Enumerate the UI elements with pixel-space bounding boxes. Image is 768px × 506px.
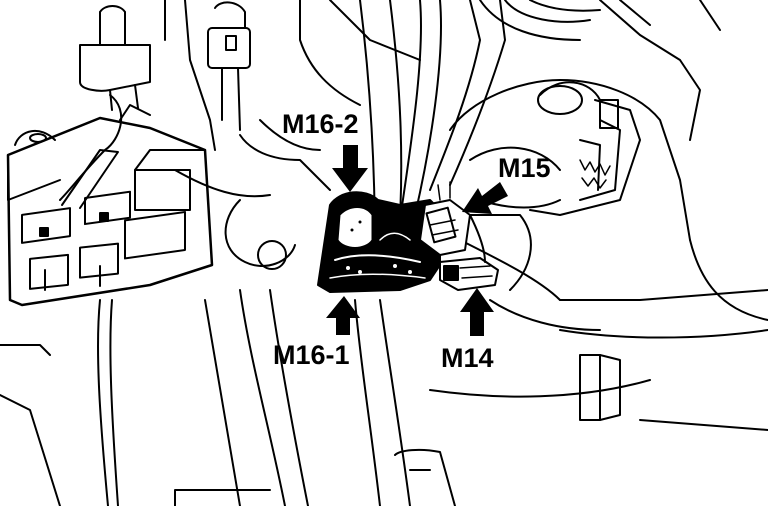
label-m16-1: M16-1 bbox=[273, 340, 350, 370]
right-component bbox=[429, 0, 768, 431]
top-left-connector bbox=[79, 5, 151, 111]
arrow-m15 bbox=[462, 182, 508, 214]
body-panel-lines bbox=[0, 0, 456, 506]
arrow-m14 bbox=[460, 288, 494, 336]
connector-m15 bbox=[419, 181, 471, 256]
arrow-m16-2 bbox=[332, 145, 368, 192]
arrows bbox=[326, 145, 508, 336]
arrow-m16-1 bbox=[326, 296, 360, 335]
connector-m16 bbox=[317, 191, 441, 293]
junction-block bbox=[6, 94, 214, 307]
label-m16-2: M16-2 bbox=[282, 109, 359, 139]
label-m14: M14 bbox=[441, 343, 494, 373]
connector-m14 bbox=[439, 214, 499, 291]
top-center-connector bbox=[207, 1, 251, 131]
label-m15: M15 bbox=[498, 153, 551, 183]
